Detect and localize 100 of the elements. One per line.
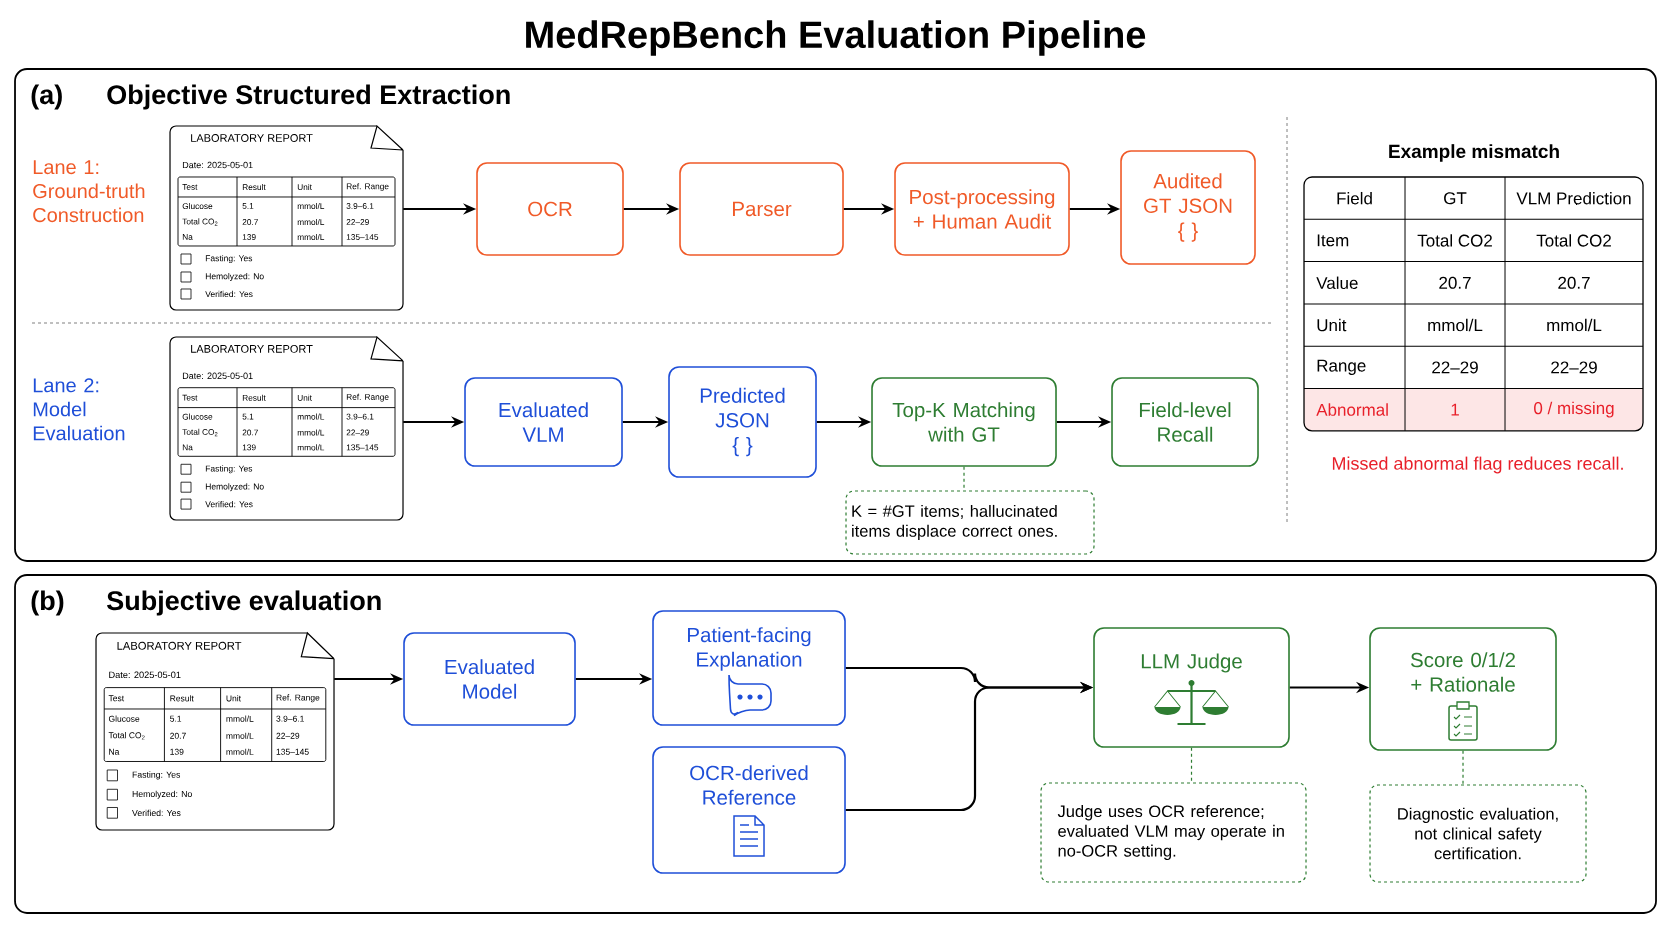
- process-box: Top-K Matching with GT: [871, 377, 1057, 467]
- table-cell: Glucose: [108, 715, 140, 722]
- table-cell: mmol/L: [297, 413, 325, 420]
- table-cell: mmol/L: [297, 202, 325, 210]
- checkbox-label: Hemolyzed: No: [205, 273, 264, 281]
- table-cell: Result: [242, 183, 266, 191]
- table-cell: Test: [182, 184, 198, 190]
- warning-note: Missed abnormal flag reduces recall.: [1332, 456, 1623, 474]
- connector-line: [963, 466, 965, 491]
- table-cell: 20.7: [242, 219, 258, 225]
- report-date: Date: 2025-05-01: [182, 161, 253, 169]
- table-cell: 22–29: [346, 429, 369, 436]
- table-cell: mmol/L: [1547, 318, 1602, 332]
- connector-line: [1462, 750, 1464, 785]
- checkbox-label: Verified: Yes: [205, 500, 253, 508]
- table-cell: Ref. Range: [346, 183, 389, 191]
- table-cell: Ref. Range: [346, 393, 389, 402]
- process-box: Parser: [679, 162, 844, 256]
- table-cell: 5.1: [170, 715, 182, 722]
- table-cell: Na: [182, 444, 193, 451]
- table-cell: 0 / missing: [1534, 401, 1614, 418]
- table-cell: Result: [242, 394, 266, 401]
- table-cell: Glucose: [182, 202, 213, 210]
- table-cell: Test: [182, 394, 198, 401]
- checkbox-label: Fasting: Yes: [205, 465, 253, 474]
- panel-heading: Objective Structured Extraction: [107, 84, 510, 110]
- table-cell: Total CO$_{2}$: [108, 732, 145, 740]
- table-cell: 5.1: [242, 203, 254, 209]
- table-cell: Na: [182, 234, 193, 240]
- table-cell: mmol/L: [297, 233, 325, 241]
- table-cell: Range: [1317, 359, 1366, 375]
- table-cell: 20.7: [242, 429, 258, 436]
- table-cell: Item: [1317, 234, 1349, 247]
- process-box: Evaluated VLM: [464, 377, 623, 467]
- process-box: OCR-derived Reference: [652, 746, 846, 874]
- table-cell: mmol/L: [1428, 318, 1483, 332]
- table-cell: Total CO2: [1536, 234, 1611, 247]
- table-cell: 139: [170, 748, 184, 755]
- table-cell: Na: [109, 748, 120, 755]
- table-cell: Ref. Range: [276, 694, 320, 703]
- table-cell: 22–29: [1551, 361, 1597, 374]
- lane-label: Lane 1: Ground-truth Construction: [33, 160, 145, 223]
- table-cell: 135–145: [276, 748, 309, 755]
- checkbox-label: Fasting: Yes: [132, 771, 181, 780]
- table-cell: Total CO$_{2}$: [182, 428, 218, 437]
- process-box: LLM Judge: [1093, 627, 1290, 748]
- table-cell: 5.1: [242, 413, 254, 420]
- table-cell: 22–29: [346, 219, 369, 225]
- panel-letter: (a): [31, 84, 62, 110]
- table-cell: 20.7: [1558, 276, 1590, 289]
- process-box: Evaluated Model: [403, 632, 576, 726]
- process-box: Score 0/1/2 + Rationale: [1369, 627, 1557, 751]
- panel-letter: (b): [31, 590, 64, 616]
- table-cell: Abnormal: [1316, 403, 1388, 416]
- table-cell: Value: [1316, 276, 1358, 290]
- table-cell: 1: [1451, 403, 1459, 416]
- panel: [14, 574, 1657, 914]
- checkbox-label: Verified: Yes: [132, 809, 181, 817]
- table-cell: Unit: [226, 695, 241, 702]
- table-cell: mmol/L: [297, 218, 325, 226]
- lab-report-document: [169, 335, 405, 521]
- table-cell: Total CO$_{2}$: [182, 218, 218, 226]
- checkbox-label: Hemolyzed: No: [132, 790, 192, 799]
- process-box: Audited GT JSON { }: [1120, 150, 1256, 265]
- table-cell: mmol/L: [226, 732, 254, 739]
- note-box: Diagnostic evaluation, not clinical safety certification.: [1369, 784, 1587, 883]
- table-cell: Result: [170, 695, 194, 702]
- report-date: Date: 2025-05-01: [182, 372, 253, 379]
- table-cell: 20.7: [1439, 276, 1471, 289]
- table-cell: VLM Prediction: [1516, 191, 1631, 205]
- process-box: Predicted JSON { }: [668, 366, 817, 478]
- table-cell: 139: [242, 234, 256, 240]
- process-box: Post-processing + Human Audit: [894, 162, 1070, 256]
- lane-label: Lane 2: Model Evaluation: [33, 378, 125, 441]
- table-cell: 20.7: [170, 732, 186, 739]
- table-cell: mmol/L: [226, 748, 254, 755]
- table-cell: 22–29: [276, 732, 300, 739]
- table-cell: 3.9–6.1: [276, 715, 304, 722]
- table-cell: Test: [108, 695, 125, 702]
- lab-report-document: [169, 124, 405, 311]
- table-cell: Unit: [297, 183, 312, 191]
- note-box: K = #GT items; hallucinated items displace correct ones.: [845, 490, 1095, 555]
- checkbox-label: Verified: Yes: [205, 290, 253, 298]
- report-date: Date: 2025-05-01: [109, 671, 181, 679]
- panel: [14, 68, 1657, 562]
- table-title: Example mismatch: [1389, 144, 1559, 162]
- process-box: Patient-facing Explanation: [652, 610, 846, 726]
- table-cell: Unit: [1317, 318, 1347, 332]
- process-box: Field-level Recall: [1111, 377, 1259, 467]
- table-cell: 135–145: [346, 234, 379, 240]
- checkbox-label: Fasting: Yes: [205, 255, 253, 263]
- table-cell: mmol/L: [226, 715, 254, 722]
- table-cell: Total CO2: [1417, 234, 1492, 247]
- panel-heading: Subjective evaluation: [107, 590, 381, 616]
- table-cell: mmol/L: [297, 444, 325, 451]
- table-cell: 135–145: [346, 444, 379, 451]
- note-box: Judge uses OCR reference; evaluated VLM may operate in no-OCR setting.: [1040, 782, 1307, 883]
- process-box: OCR: [476, 162, 624, 256]
- table-cell: 22–29: [1432, 361, 1478, 374]
- diagram-title: MedRepBench Evaluation Pipeline: [526, 20, 1146, 56]
